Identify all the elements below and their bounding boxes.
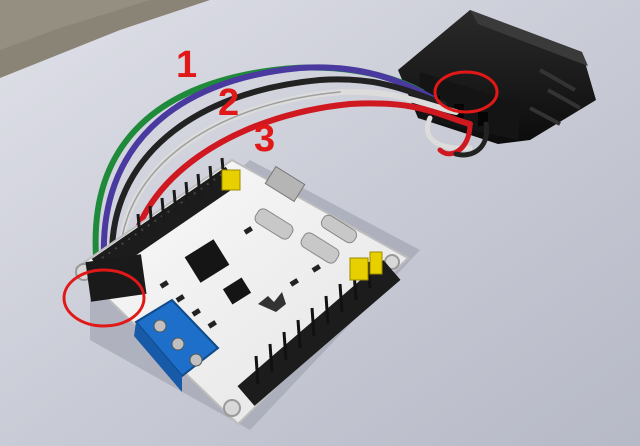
label-3: 3: [254, 118, 275, 160]
servo-plug: [85, 254, 147, 302]
board-logo: [258, 292, 286, 312]
usb-port: [264, 165, 306, 203]
regulator-chip: [222, 277, 252, 305]
terminal-block: [134, 298, 220, 392]
highlight-circle-board: [62, 268, 146, 328]
servo-controller-board: [74, 157, 410, 426]
crystal-oscillator-2: [300, 232, 340, 264]
label-2: 2: [218, 82, 239, 124]
left-header-pins: [91, 157, 241, 278]
label-1: 1: [176, 44, 197, 86]
crystal-oscillator: [254, 208, 294, 240]
wire-bundle: [92, 64, 489, 261]
right-header-pins: [237, 251, 401, 406]
microcontroller-chip: [184, 239, 230, 283]
highlight-circle-connector: [433, 70, 499, 114]
annotations: 1 2 3: [62, 44, 499, 328]
